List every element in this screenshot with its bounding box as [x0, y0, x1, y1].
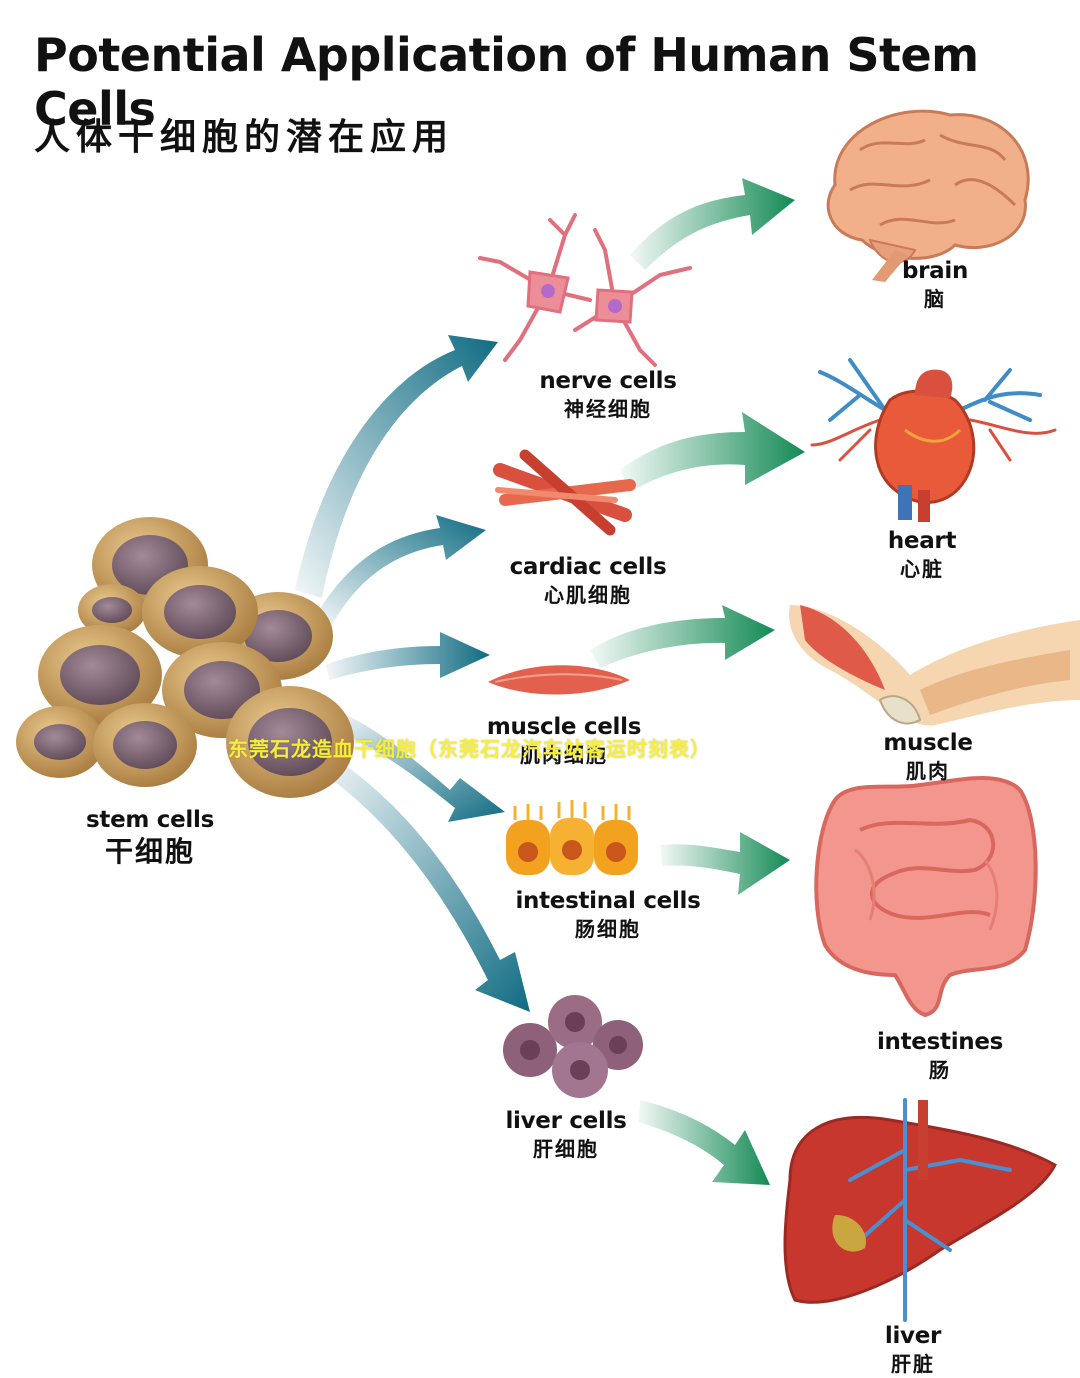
muscle-cell-icon — [488, 665, 630, 695]
arrow-to-muscle — [590, 605, 775, 668]
brain-label-zh: 脑 — [924, 287, 946, 311]
stem-cells-label-en: stem cells — [86, 807, 214, 833]
intestinal-cells-label-en: intestinal cells — [515, 888, 701, 914]
stem-cell-cluster — [16, 517, 354, 798]
nerve-cells-label-zh: 神经细胞 — [564, 397, 652, 421]
intestinal-cells-label: intestinal cells 肠细胞 — [488, 887, 728, 943]
brain-icon — [826, 109, 1030, 282]
page-subtitle: 人体干细胞的潜在应用 — [34, 117, 455, 158]
arm-muscle-icon — [789, 605, 1080, 726]
liver-cells-label-zh: 肝细胞 — [533, 1137, 599, 1161]
cardiac-cells-label-en: cardiac cells — [509, 554, 667, 580]
stem-cells-label-zh: 干细胞 — [104, 835, 195, 868]
arrow-to-cardiac-cells — [318, 515, 486, 625]
cardiac-fiber-icon — [493, 449, 636, 536]
arrow-to-heart — [620, 412, 805, 492]
liver-label: liver 肝脏 — [863, 1322, 963, 1378]
heart-label-en: heart — [887, 528, 957, 554]
arrow-to-intestinal-cells — [335, 712, 505, 822]
intestines-label-zh: 肠 — [929, 1058, 951, 1082]
muscle-cells-label-en: muscle cells — [486, 714, 642, 740]
intestinal-cell-icon — [506, 800, 638, 875]
muscle-cells-label-zh: 肌肉细胞 — [520, 743, 608, 767]
page-title: Potential Application of Human Stem Cell… — [34, 28, 979, 136]
muscle-label-zh: 肌肉 — [906, 759, 950, 783]
arrow-to-brain — [630, 178, 795, 270]
heart-icon — [810, 358, 1057, 522]
arrow-to-nerve-cells — [295, 335, 498, 598]
intestines-label: intestines 肠 — [870, 1028, 1010, 1084]
nerve-cells-label: nerve cells 神经细胞 — [508, 367, 708, 423]
stem-cells-label: stem cells 干细胞 — [70, 806, 230, 870]
arrow-to-intestines — [660, 832, 790, 895]
liver-cell-icon — [503, 995, 643, 1098]
brain-label: brain 脑 — [875, 257, 995, 313]
intestines-label-en: intestines — [876, 1029, 1004, 1055]
nerve-cell-icon — [478, 213, 692, 367]
brain-label-en: brain — [901, 258, 969, 284]
liver-cells-label-en: liver cells — [505, 1108, 627, 1134]
liver-label-zh: 肝脏 — [891, 1352, 935, 1376]
intestines-icon — [814, 776, 1038, 1018]
arrow-to-liver — [638, 1100, 770, 1185]
muscle-label-en: muscle — [883, 730, 973, 756]
liver-cells-label: liver cells 肝细胞 — [476, 1107, 656, 1163]
liver-label-en: liver — [884, 1323, 942, 1349]
arrow-to-liver-cells — [322, 755, 530, 1012]
nerve-cells-label-en: nerve cells — [539, 368, 677, 394]
heart-label: heart 心脏 — [862, 527, 982, 583]
intestinal-cells-label-zh: 肠细胞 — [575, 917, 641, 941]
heart-label-zh: 心脏 — [900, 557, 944, 581]
liver-icon — [783, 1098, 1057, 1322]
cardiac-cells-label-zh: 心肌细胞 — [544, 583, 632, 607]
cardiac-cells-label: cardiac cells 心肌细胞 — [478, 553, 698, 609]
muscle-cells-label: muscle cells 肌肉细胞 — [454, 713, 674, 769]
arrow-to-muscle-cells — [325, 632, 490, 680]
muscle-label: muscle 肌肉 — [868, 729, 988, 785]
watermark-caption: 东莞石龙造血干细胞（东莞石龙汽车站客运时刻表） — [228, 737, 711, 761]
